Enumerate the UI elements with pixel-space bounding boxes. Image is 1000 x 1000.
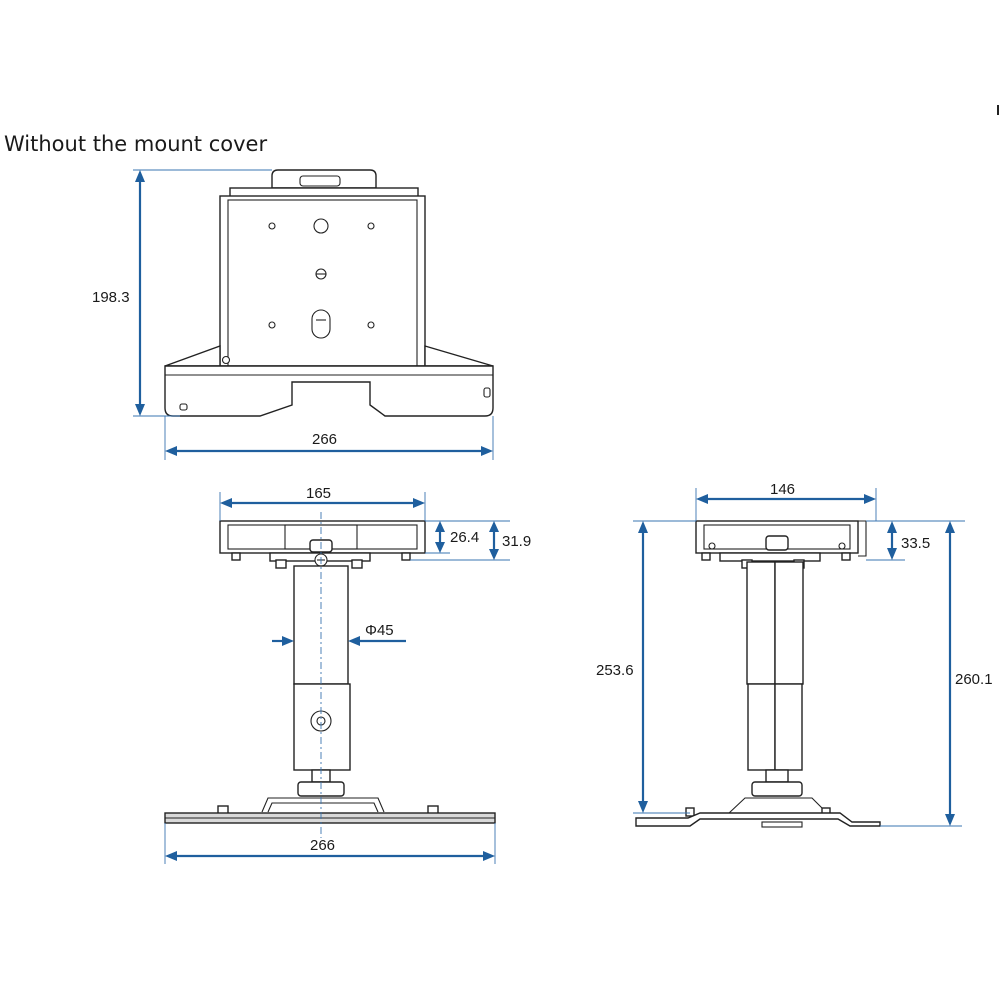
side-height-min-dimension: 253.6	[596, 520, 696, 814]
pipe-diameter-label: Φ45	[365, 622, 394, 639]
plate-width-label: 165	[306, 485, 331, 502]
side-depth-dimension: 33.5	[866, 520, 965, 561]
base-width-dimension: 266	[164, 823, 496, 864]
plate-depth-dimensions: 26.4 31.9	[410, 520, 531, 561]
side-width-label: 146	[770, 481, 795, 498]
page-title: Without the mount cover	[4, 132, 267, 156]
side-width-dimension: 146	[695, 481, 877, 521]
plate-depth-label: 26.4	[450, 529, 479, 546]
bottom-base-plate	[164, 797, 496, 824]
side-pipe	[746, 561, 804, 797]
height-label: 198.3	[92, 289, 130, 306]
plate-total-label: 31.9	[502, 533, 531, 550]
height-dimension: 198.3	[92, 169, 272, 417]
width-dimension: 266	[164, 416, 494, 460]
edge-mark	[997, 105, 999, 115]
side-height-max-dimension: 260.1	[880, 521, 993, 827]
extension-pipe	[293, 565, 351, 797]
side-depth-label: 33.5	[901, 535, 930, 552]
width-label: 266	[312, 431, 337, 448]
top-bracket	[219, 520, 426, 569]
side-height-max-label: 260.1	[955, 671, 993, 688]
front-view-bottom: 165 26.4 31.9 Φ45	[164, 485, 531, 864]
plate-width-dimension: 165	[219, 485, 426, 521]
base-plate	[164, 345, 494, 417]
pipe-diameter-dimension: Φ45	[272, 622, 406, 646]
front-view-top: 198.3 266	[92, 169, 494, 460]
side-top-bracket	[695, 520, 867, 569]
base-width-label: 266	[310, 837, 335, 854]
side-base-plate	[635, 797, 881, 828]
side-view: 146 33.5 253.6 260.1	[596, 481, 993, 828]
upper-mount-plate	[219, 169, 439, 375]
side-height-min-label: 253.6	[596, 662, 634, 679]
